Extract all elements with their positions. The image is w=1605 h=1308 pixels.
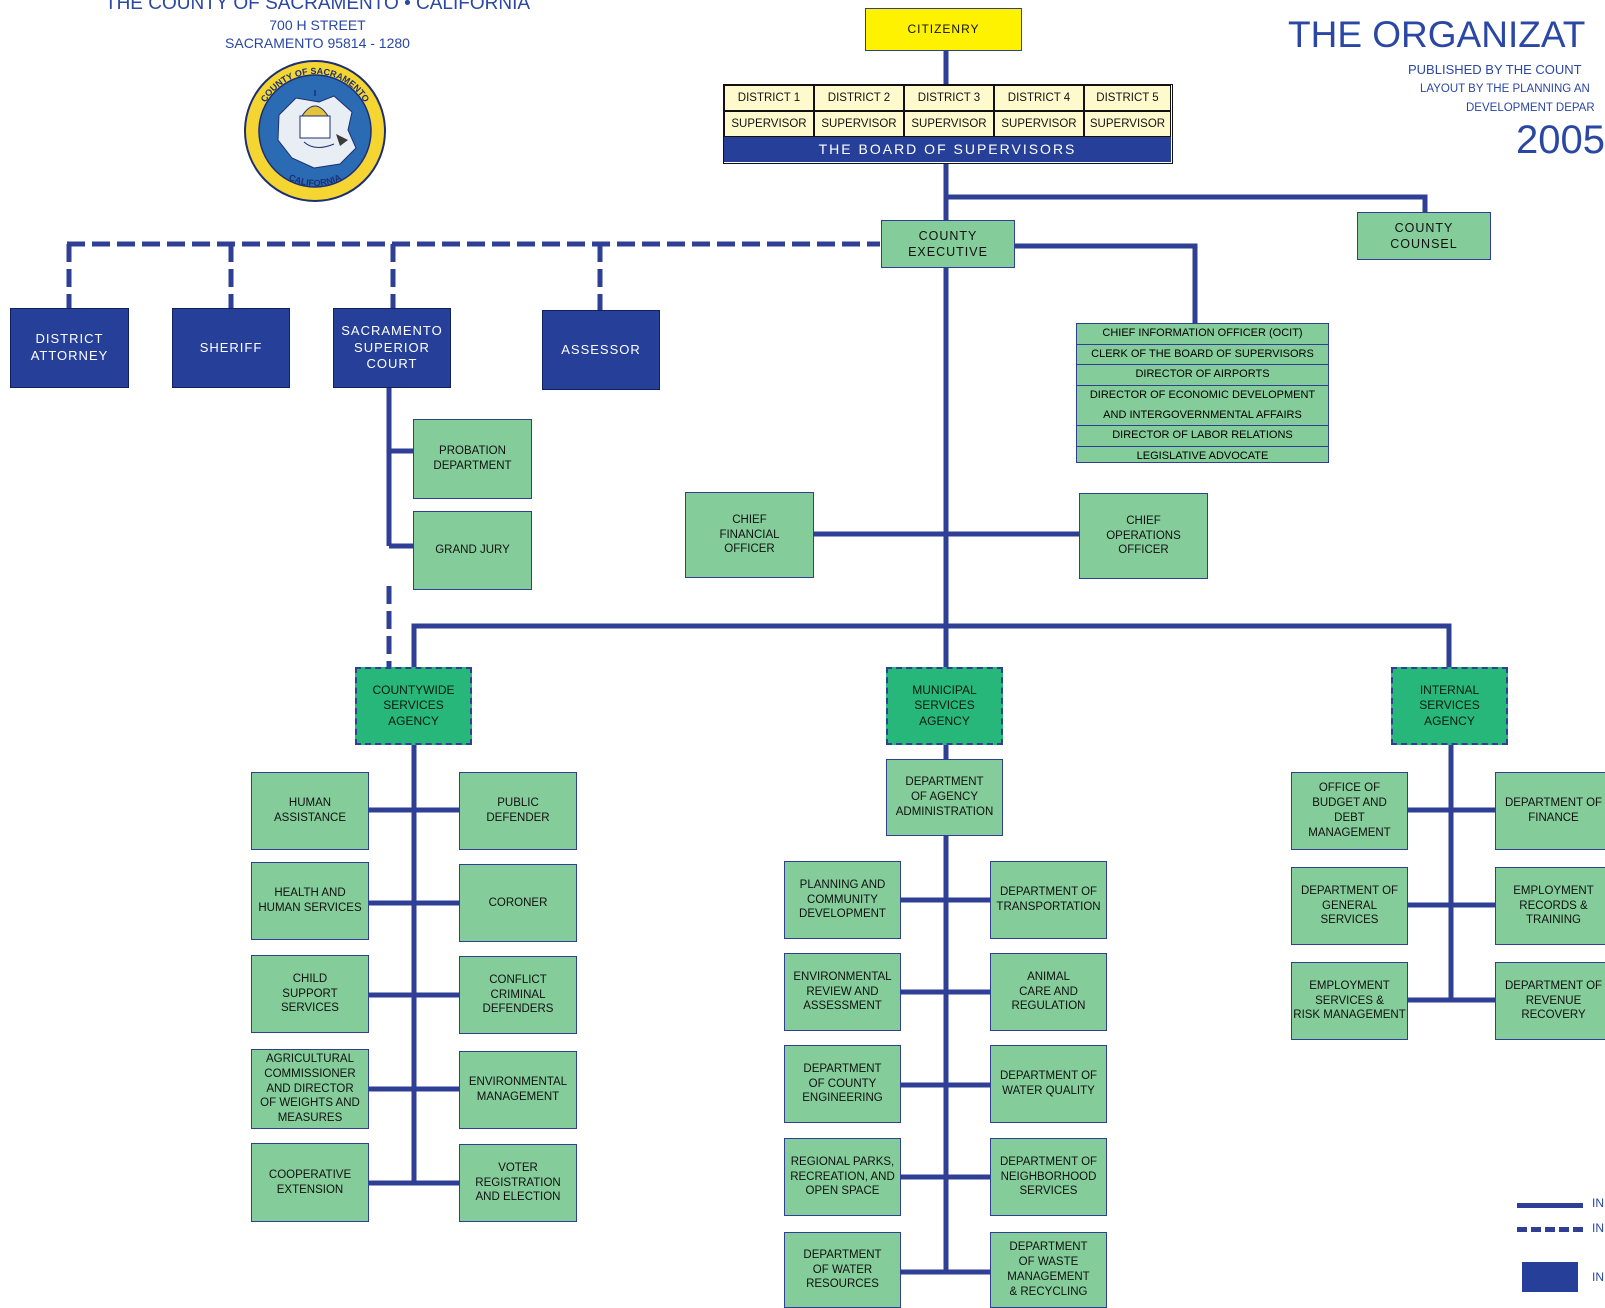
municipal-dept-left: REGIONAL PARKS, RECREATION, AND OPEN SPA… [784,1138,901,1216]
county-city: SACRAMENTO 95814 - 1280 [225,35,410,51]
legend-navy-box [1522,1262,1578,1292]
chart-title: THE ORGANIZAT [1288,14,1586,55]
municipal-dept-left: PLANNING AND COMMUNITY DEVELOPMENT [784,861,901,939]
municipal-dept-left: DEPARTMENT OF COUNTY ENGINEERING [784,1045,901,1123]
legend-dashed-label: IN [1592,1221,1604,1235]
county-name: THE COUNTY OF SACRAMENTO • CALIFORNIA [104,0,531,14]
countywide-dept-right: VOTER REGISTRATION AND ELECTION [459,1144,577,1222]
county-executive-box: COUNTY EXECUTIVE [881,220,1015,268]
internal-services-agency-box: INTERNAL SERVICES AGENCY [1391,667,1508,745]
countywide-dept-right: ENVIRONMENTAL MANAGEMENT [459,1051,577,1129]
district-2-label: DISTRICT 2 [814,85,904,111]
municipal-dept-left: DEPARTMENT OF WATER RESOURCES [784,1232,901,1308]
staff-item: AND INTERGOVERNMENTAL AFFAIRS [1077,406,1328,427]
municipal-dept-left: ENVIRONMENTAL REVIEW AND ASSESSMENT [784,953,901,1031]
legend-solid-line [1517,1203,1583,1208]
district-attorney-box: DISTRICT ATTORNEY [10,308,129,388]
year: 2005 [1516,118,1605,162]
published-line: PUBLISHED BY THE COUNT [1408,62,1582,77]
countywide-dept-right: CORONER [459,864,577,942]
countywide-dept-right: PUBLIC DEFENDER [459,772,577,850]
department-of-agency-administration-box: DEPARTMENT OF AGENCY ADMINISTRATION [886,759,1003,836]
grand-jury-box: GRAND JURY [413,511,532,590]
municipal-dept-right: DEPARTMENT OF NEIGHBORHOOD SERVICES [990,1138,1107,1216]
staff-item: CHIEF INFORMATION OFFICER (OCIT) [1077,324,1328,345]
chief-operations-officer-box: CHIEF OPERATIONS OFFICER [1079,493,1208,579]
county-seal-image: COUNTY OF SACRAMENTO CALIFORNIA [244,60,386,202]
district-3-label: DISTRICT 3 [904,85,994,111]
supervisor-5: SUPERVISOR [1084,111,1171,137]
countywide-dept-left: CHILD SUPPORT SERVICES [251,955,369,1033]
supervisor-4: SUPERVISOR [994,111,1084,137]
executive-staff-list: CHIEF INFORMATION OFFICER (OCIT) CLERK O… [1076,323,1329,463]
countywide-services-agency-box: COUNTYWIDE SERVICES AGENCY [355,667,472,745]
department-line: DEVELOPMENT DEPAR [1466,102,1595,114]
countywide-dept-left: HEALTH AND HUMAN SERVICES [251,862,369,940]
countywide-dept-left: AGRICULTURAL COMMISSIONER AND DIRECTOR O… [251,1049,369,1129]
internal-dept-right: DEPARTMENT OF REVENUE RECOVERY [1495,962,1605,1040]
countywide-dept-left: COOPERATIVE EXTENSION [251,1143,369,1222]
county-counsel-box: COUNTY COUNSEL [1357,212,1491,260]
district-1-label: DISTRICT 1 [724,85,814,111]
sheriff-box: SHERIFF [172,308,290,388]
internal-dept-left: OFFICE OF BUDGET AND DEBT MANAGEMENT [1291,772,1408,850]
staff-item: DIRECTOR OF ECONOMIC DEVELOPMENT [1089,389,1316,402]
countywide-dept-left: HUMAN ASSISTANCE [251,772,369,850]
municipal-dept-right: DEPARTMENT OF TRANSPORTATION [990,861,1107,939]
supervisor-3: SUPERVISOR [904,111,994,137]
staff-item: CLERK OF THE BOARD OF SUPERVISORS [1077,345,1328,366]
countywide-dept-right: CONFLICT CRIMINAL DEFENDERS [459,956,577,1034]
board-of-supervisors: DISTRICT 1 DISTRICT 2 DISTRICT 3 DISTRIC… [723,84,1173,164]
internal-dept-left: DEPARTMENT OF GENERAL SERVICES [1291,867,1408,945]
layout-line: LAYOUT BY THE PLANNING AN [1420,83,1590,95]
board-name: THE BOARD OF SUPERVISORS [724,137,1171,162]
internal-dept-right: DEPARTMENT OF FINANCE [1495,772,1605,850]
chief-financial-officer-box: CHIEF FINANCIAL OFFICER [685,492,814,578]
staff-item: DIRECTOR OF LABOR RELATIONS [1077,426,1328,448]
municipal-dept-right: DEPARTMENT OF WATER QUALITY [990,1045,1107,1123]
internal-dept-left: EMPLOYMENT SERVICES & RISK MANAGEMENT [1291,962,1408,1040]
district-4-label: DISTRICT 4 [994,85,1084,111]
county-street: 700 H STREET [269,17,366,33]
legend-box-label: IN [1592,1270,1604,1284]
supervisor-2: SUPERVISOR [814,111,904,137]
staff-item: LEGISLATIVE ADVOCATE [1136,450,1269,463]
municipal-dept-right: DEPARTMENT OF WASTE MANAGEMENT & RECYCLI… [990,1232,1107,1308]
superior-court-box: SACRAMENTO SUPERIOR COURT [333,308,451,388]
legend-dashed-line [1517,1227,1583,1232]
assessor-box: ASSESSOR [542,310,660,390]
internal-dept-right: EMPLOYMENT RECORDS & TRAINING [1495,867,1605,945]
district-5-label: DISTRICT 5 [1084,85,1171,111]
municipal-dept-right: ANIMAL CARE AND REGULATION [990,953,1107,1031]
citizenry-box: CITIZENRY [865,8,1022,51]
supervisor-1: SUPERVISOR [724,111,814,137]
probation-department-box: PROBATION DEPARTMENT [413,419,532,499]
municipal-services-agency-box: MUNICIPAL SERVICES AGENCY [886,667,1003,745]
staff-item: DIRECTOR OF AIRPORTS [1077,365,1328,387]
legend-solid-label: IN [1592,1196,1604,1210]
